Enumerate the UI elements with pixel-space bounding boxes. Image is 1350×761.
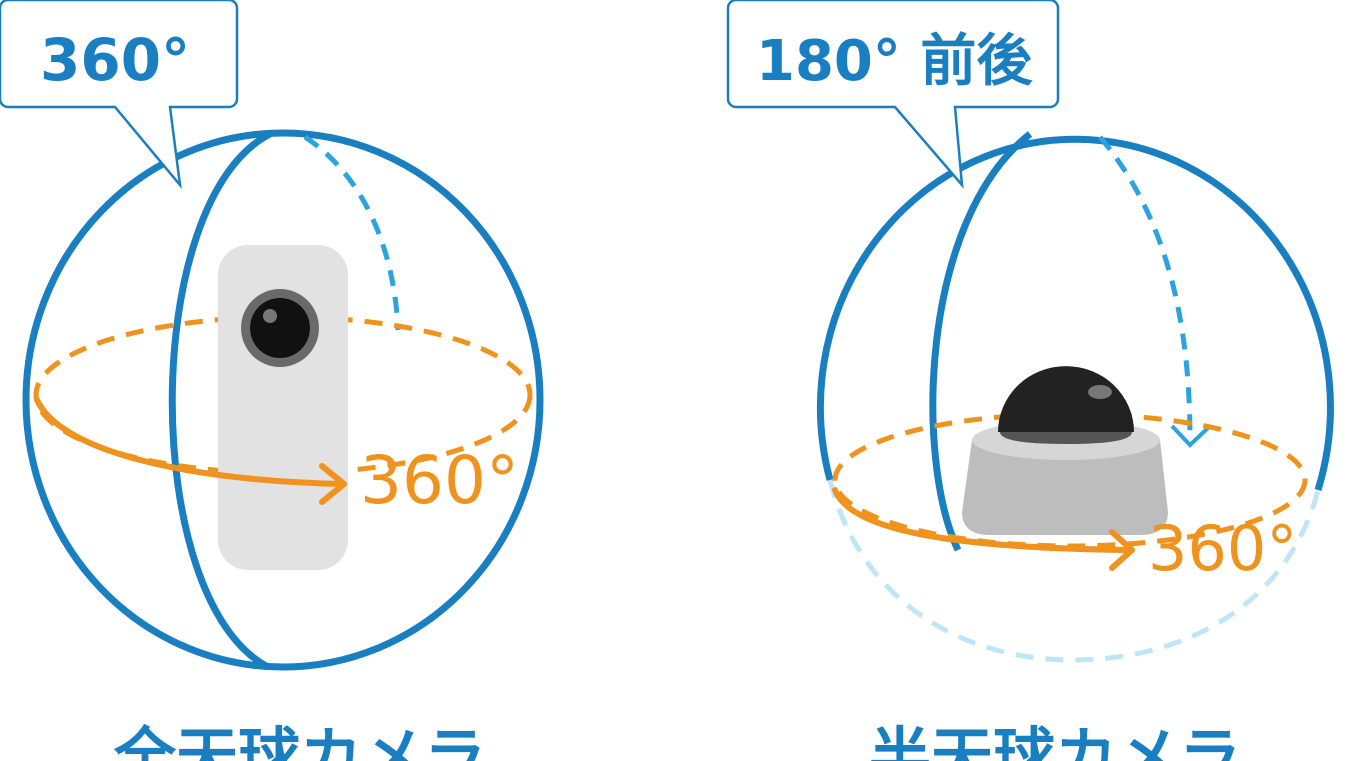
full-sphere-icon — [22, 129, 544, 671]
rotation-label: 360° — [1148, 512, 1297, 585]
meridian-front — [929, 131, 1033, 552]
callout-box — [726, 0, 1060, 189]
meridian-front — [168, 130, 272, 671]
half-sphere-icon — [817, 135, 1334, 492]
dome-camera-icon — [962, 366, 1168, 535]
title-half-sphere-camera: 半天球カメラ — [869, 720, 1241, 761]
lower-hemisphere-dashed — [827, 479, 1321, 663]
360-camera-icon — [218, 245, 348, 570]
meridian-back-dashed — [1098, 135, 1193, 441]
meridian-back-dashed — [303, 134, 401, 331]
rotation-arrow — [34, 397, 345, 487]
arrowhead-icon — [1109, 529, 1135, 571]
half-sphere-diagram: 360° 180° 前後 半天球カメラ — [726, 0, 1334, 761]
rotation-arrow — [832, 487, 1133, 553]
arrowhead-icon — [319, 463, 347, 505]
rotation-label: 360° — [360, 442, 519, 519]
callout-text: 360° — [40, 26, 190, 94]
title-full-sphere-camera: 全天球カメラ — [113, 720, 486, 761]
full-sphere-diagram: 360° 360° 全天球カメラ — [0, 0, 544, 761]
arrowhead-icon — [1170, 424, 1212, 448]
callout-text: 180° 前後 — [756, 29, 1033, 94]
callout-box — [0, 0, 239, 190]
